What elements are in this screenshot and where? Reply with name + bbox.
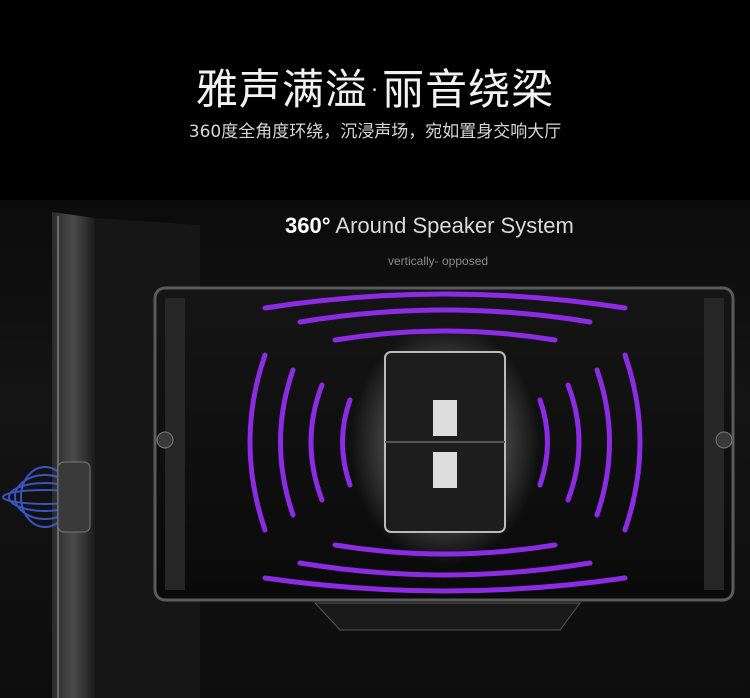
speaker-module-icon [350, 325, 540, 565]
side-speaker-icon [57, 461, 91, 533]
banner-text: Around Speaker System [330, 213, 574, 238]
sound-wave-icon [247, 291, 643, 594]
banner-caption: vertically- opposed [388, 254, 489, 268]
banner-heading: 360° Around Speaker System [285, 213, 574, 239]
page-title: 雅声满溢·丽音绕梁 [195, 65, 555, 114]
page-subtitle: 360度全角度环绕，沉浸声场，宛如置身交响大厅 [188, 122, 562, 142]
banner-number: 360° [285, 213, 331, 238]
